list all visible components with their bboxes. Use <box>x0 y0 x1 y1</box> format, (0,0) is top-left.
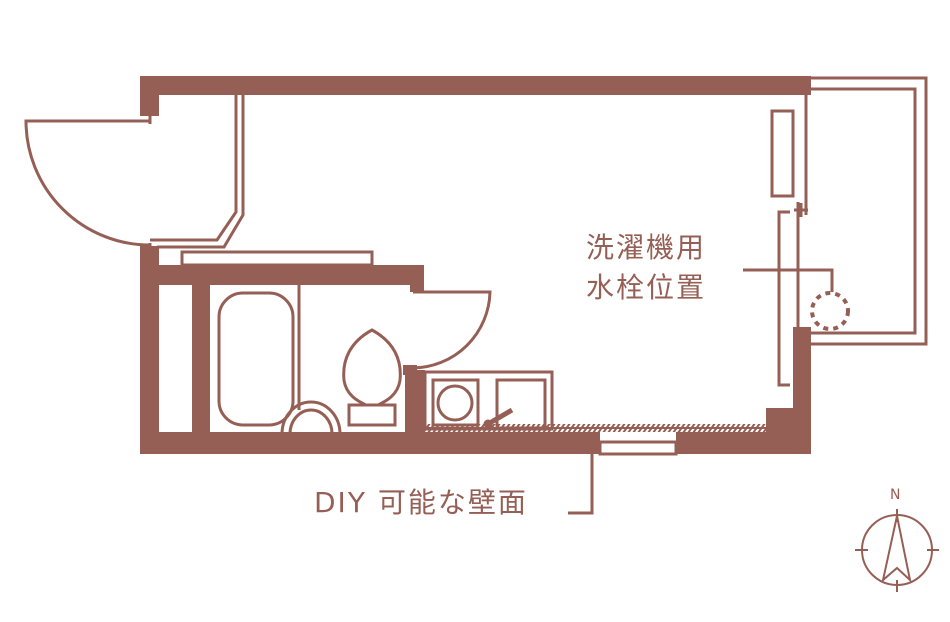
diy-hatch <box>425 424 766 432</box>
kitchen-counter <box>180 250 374 267</box>
bathtub <box>217 291 295 427</box>
washbasin-outer <box>280 400 342 435</box>
bathroom-right-stub <box>403 365 417 375</box>
diy-leader-line <box>568 454 594 515</box>
right-wall-corner <box>766 408 811 438</box>
bathroom-top-wall-end <box>410 265 424 292</box>
compass-icon <box>855 509 939 592</box>
bathroom-top-wall <box>140 265 424 285</box>
balcony-outer <box>811 76 928 346</box>
tall-cabinet <box>770 109 795 198</box>
closet-interior <box>159 285 192 415</box>
closet-door-right <box>777 210 790 387</box>
washer-faucet-label-line1: 洗濯機用 <box>586 231 707 264</box>
kitchen-sink <box>495 378 547 430</box>
washer-faucet <box>810 291 850 331</box>
washbasin-inner <box>288 408 334 435</box>
partition-line-outer <box>150 95 238 242</box>
washer-faucet-label-line2: 水栓位置 <box>586 271 707 304</box>
washer-faucet-label: 洗濯機用 水栓位置 <box>586 228 706 308</box>
closet-divider-wall <box>192 285 210 435</box>
left-wall-lower <box>140 246 159 454</box>
left-wall-upper <box>140 76 159 116</box>
diy-wall-label: DIY 可能な壁面 <box>314 486 528 519</box>
bottom-window <box>598 440 678 456</box>
top-wall <box>140 76 811 95</box>
partition-line-inner <box>157 95 245 249</box>
toilet-bowl <box>342 328 402 407</box>
compass-north-label: N <box>890 487 901 503</box>
bottom-wall-left <box>140 432 600 454</box>
bathroom-right-wall <box>405 370 425 438</box>
toilet-tank <box>347 403 397 427</box>
bathroom-door <box>412 290 492 370</box>
balcony-inner <box>811 87 917 335</box>
washer-leader-line <box>743 268 834 292</box>
kitchen-stove-burner <box>436 384 474 422</box>
entrance-door <box>24 119 151 247</box>
kitchen-faucet <box>486 407 514 427</box>
